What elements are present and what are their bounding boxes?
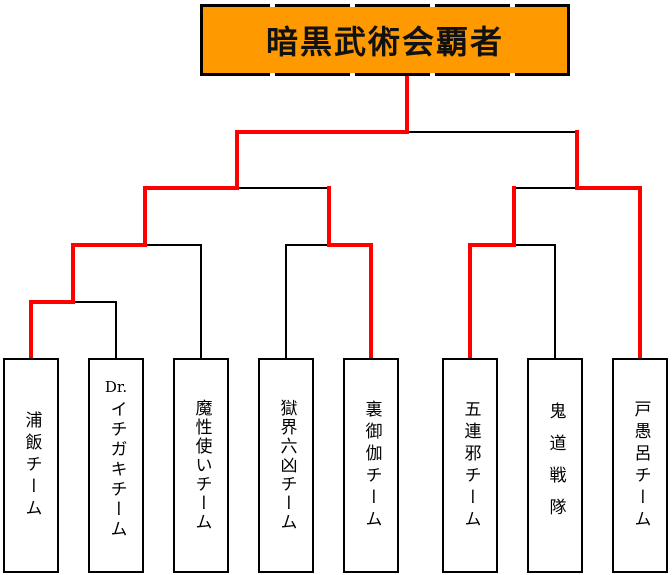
bracket-line: [513, 244, 556, 359]
border-gap: [430, 73, 435, 76]
team-box-gokai-rokkyou: 獄界六凶チーム: [258, 358, 314, 573]
border-gap: [350, 73, 355, 76]
team-box-mashoutsukai: 魔性使いチーム: [173, 358, 229, 573]
team-box-toguro: 戸愚呂チーム: [612, 358, 668, 573]
border-gap: [350, 4, 355, 7]
champion-title: 暗黒武術会覇者: [265, 23, 504, 61]
team-box-urameshi: 浦飯チーム: [3, 358, 59, 573]
winning-lines: [29, 74, 642, 360]
winner-line: [327, 186, 373, 360]
team-name: 裏御伽チーム: [361, 399, 382, 532]
team-name: 魔性使いチーム: [191, 399, 212, 532]
team-name: 五連邪チーム: [460, 399, 481, 532]
team-name-prefix: Dr.: [104, 378, 128, 396]
winner-line: [575, 130, 642, 360]
losing-lines: [72, 131, 578, 359]
border-gap: [510, 4, 515, 7]
team-name: 戸愚呂チーム: [630, 399, 651, 532]
bracket-line: [285, 244, 330, 359]
border-gap: [510, 73, 515, 76]
border-gap: [270, 4, 275, 7]
team-name: イチガキチーム: [106, 400, 127, 540]
team-name: 獄界六凶チーム: [276, 399, 297, 532]
border-gap: [430, 4, 435, 7]
bracket-line: [72, 301, 117, 359]
team-box-ichigaki: Dr. イチガキチーム: [88, 358, 144, 573]
champion-box: 暗黒武術会覇者: [200, 4, 570, 76]
team-box-kidou-sentai: 鬼道戦隊: [527, 358, 583, 573]
border-gap: [270, 73, 275, 76]
team-box-gorenja: 五連邪チーム: [442, 358, 498, 573]
winner-line: [468, 186, 516, 360]
winner-line: [29, 74, 409, 360]
team-name: 鬼道戦隊: [545, 401, 566, 530]
team-box-uraotogi: 裏御伽チーム: [343, 358, 399, 573]
bracket-line: [144, 244, 202, 359]
team-name: 浦飯チーム: [21, 410, 42, 521]
